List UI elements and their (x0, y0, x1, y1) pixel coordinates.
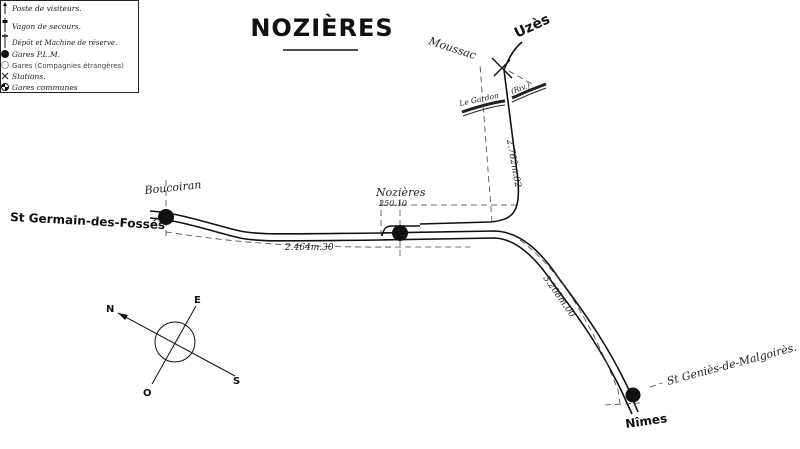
dimension-lines (165, 64, 663, 406)
shared-station-icon (1, 83, 9, 91)
visitor-post-icon (3, 2, 7, 14)
compass-rose: N E S O (106, 295, 240, 399)
siding-track (381, 225, 420, 237)
legend: Poste de visiteurs. Vagon de secours. Dé… (0, 0, 139, 93)
legend-label: Gares P.L.M. (12, 50, 60, 59)
stop-icon (1, 72, 9, 80)
plm-station-icon (1, 50, 9, 58)
page-title: NOZIÈRES (250, 13, 393, 42)
legend-label: Stations. (12, 72, 46, 81)
legend-label: Vagon de secours. (12, 22, 81, 31)
station-st-germain[interactable] (158, 209, 174, 225)
compass-o: O (143, 388, 152, 399)
place-st-germain: St Germain-des-Fossés (10, 210, 166, 232)
compass-e: E (194, 295, 201, 306)
place-nozieres: Nozières (375, 186, 426, 199)
place-boucoiran: Boucoiran (143, 178, 202, 197)
place-st-genies: St Geniès-de-Malgoirès. (665, 341, 798, 388)
station-nozieres[interactable] (392, 225, 408, 241)
legend-label: Dépôt et Machine de réserve. (11, 39, 117, 47)
uzes-stop-icon (491, 57, 513, 79)
foreign-station-icon (1, 61, 9, 69)
place-nimes: Nîmes (624, 411, 667, 431)
place-moussac: Moussac (426, 34, 478, 62)
legend-label: Poste de visiteurs. (11, 4, 82, 13)
distance-siding: 250.10 (378, 199, 407, 208)
compass-n: N (106, 304, 114, 315)
rescue-wagon-icon (2, 18, 8, 32)
place-uzes: Uzès (512, 11, 553, 41)
uzes-branch-line (419, 41, 523, 225)
distance-north: 2.762m.02 (504, 138, 523, 189)
distance-south: 3.208m.00 (541, 274, 577, 320)
main-railway-line (149, 210, 639, 415)
compass-s: S (233, 376, 240, 387)
distance-west: 2.464m.30 (284, 243, 334, 253)
river-gardon (461, 82, 547, 117)
legend-label: Gares (Compagnies étrangères) (12, 62, 124, 70)
legend-label: Gares communes (12, 83, 78, 92)
depot-icon (2, 34, 8, 48)
station-nimes[interactable] (625, 387, 641, 403)
